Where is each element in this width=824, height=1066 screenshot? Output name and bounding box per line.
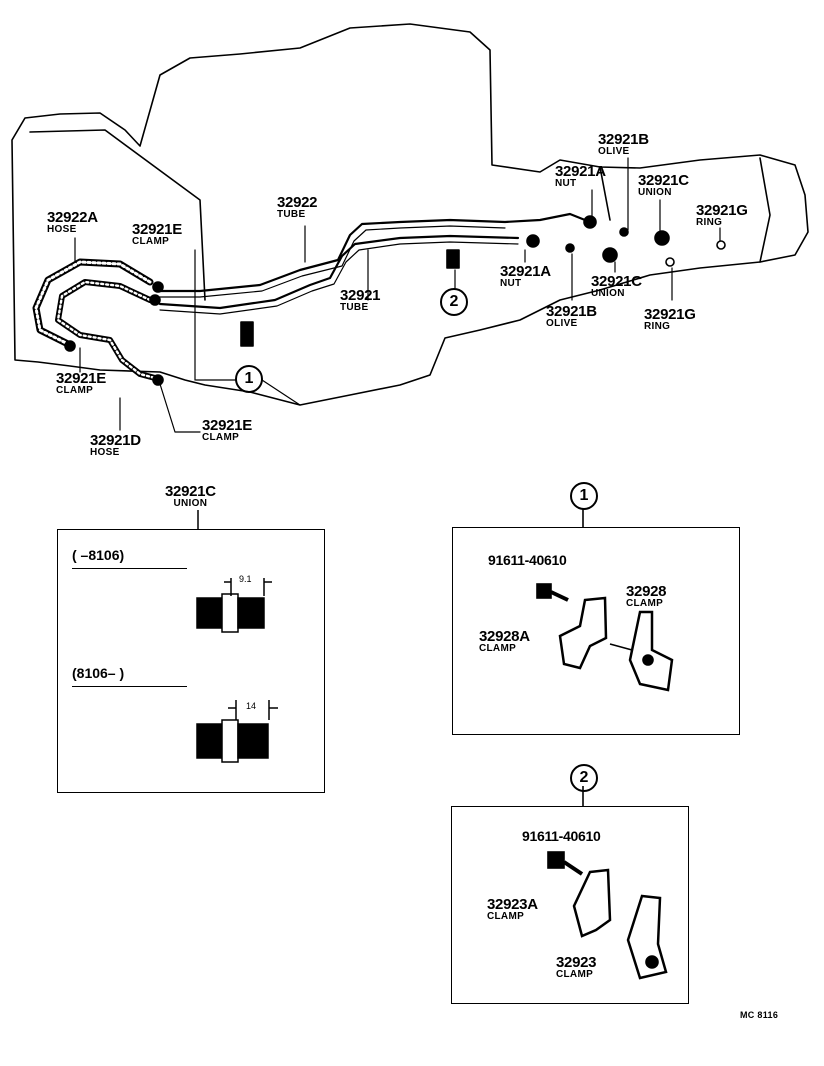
tube-32921 bbox=[158, 234, 520, 310]
clamp-32921E-mid bbox=[149, 294, 161, 306]
leader-lines bbox=[74, 157, 721, 433]
box2-clamp-a bbox=[572, 868, 612, 938]
ring-32921G-top bbox=[716, 240, 726, 250]
union-detail-box bbox=[57, 529, 325, 793]
tube-32922 bbox=[158, 212, 587, 293]
union-32921C-mid bbox=[602, 247, 618, 263]
box2-bolt bbox=[547, 851, 565, 869]
detail-box-2 bbox=[451, 806, 689, 1004]
detail-box-1 bbox=[452, 527, 740, 735]
union-range-1-underline bbox=[72, 568, 187, 569]
box1-clamp-b bbox=[628, 610, 674, 692]
union-box-leader bbox=[197, 510, 199, 530]
box2-clamp-b bbox=[626, 894, 668, 980]
box1-bolt-thread bbox=[550, 590, 569, 602]
hose-32922A bbox=[32, 258, 154, 349]
union-32921C-top bbox=[654, 230, 670, 246]
box1-bolt-label: 91611-40610 bbox=[488, 552, 567, 568]
union-dim-1: 9.1 bbox=[239, 574, 252, 584]
callout-2-box: 2 bbox=[570, 764, 598, 792]
olive-32921B-mid bbox=[565, 243, 575, 253]
hose-32922A-rib bbox=[34, 260, 152, 347]
clamp-32921E-bot bbox=[152, 374, 164, 386]
union-1-right-thread bbox=[237, 597, 265, 629]
nut-32921A-top bbox=[583, 215, 597, 229]
box2-bolt-thread bbox=[562, 860, 584, 876]
bracket-1-main bbox=[240, 321, 254, 347]
tube-32922-inner bbox=[159, 225, 506, 298]
union-2-left-thread bbox=[196, 723, 224, 759]
union-range-1: ( –8106) bbox=[72, 547, 125, 563]
union-range-2: (8106– ) bbox=[72, 665, 125, 681]
tube-32921-inner bbox=[159, 241, 519, 315]
callout-1-main: 1 bbox=[235, 365, 263, 393]
callout-2-main: 2 bbox=[440, 288, 468, 316]
figure-code: MC 8116 bbox=[740, 1010, 779, 1020]
box1-clamp-a bbox=[558, 596, 608, 670]
engine-outline bbox=[11, 23, 809, 406]
ring-32921G-mid bbox=[665, 257, 675, 267]
union-2-right-thread bbox=[237, 723, 269, 759]
union-dim-2: 14 bbox=[246, 701, 257, 711]
box1-bolt bbox=[536, 583, 552, 599]
nut-32921A-mid bbox=[526, 234, 540, 248]
box2-bolt-label: 91611-40610 bbox=[522, 828, 601, 844]
olive-32921B-top bbox=[619, 227, 629, 237]
clamp-32921E-left bbox=[64, 340, 76, 352]
engine-inner-edge bbox=[29, 129, 771, 301]
union-1-left-thread bbox=[196, 597, 224, 629]
hose-32921D-rib bbox=[56, 280, 157, 380]
bracket-2-main bbox=[446, 249, 460, 269]
union-range-2-underline bbox=[72, 686, 187, 687]
callout-1-box: 1 bbox=[570, 482, 598, 510]
clamp-32921E-top bbox=[152, 281, 164, 293]
